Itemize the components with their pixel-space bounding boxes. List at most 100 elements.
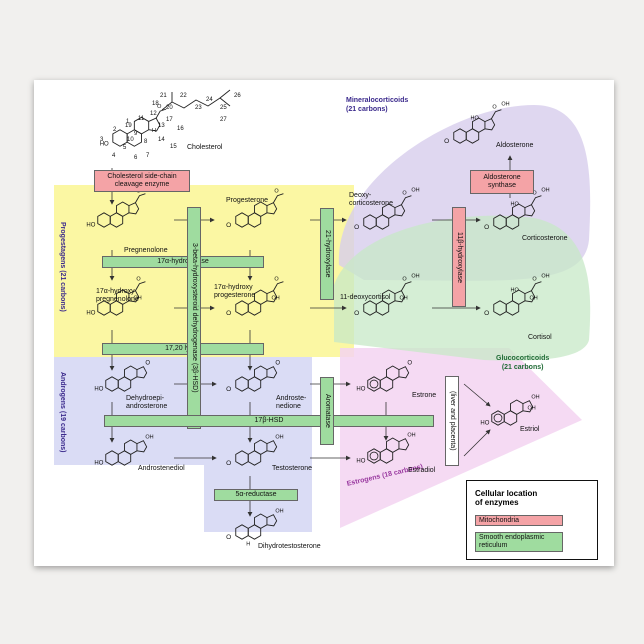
region-backgrounds (54, 105, 591, 532)
estradiol-label: Estradiol (408, 467, 436, 474)
legend-title: Cellular location of enzymes (475, 489, 538, 507)
reductase5a-enzyme: 5α-reductase (214, 489, 298, 501)
svg-text:OH: OH (530, 295, 538, 301)
svg-text:O: O (226, 534, 231, 541)
androstenedione-label: Androste- nedione (276, 395, 307, 410)
androgens-label: Androgens (19 carbons) (59, 372, 66, 453)
cholesterol-structure: HOO (100, 104, 167, 147)
svg-text:HO: HO (510, 287, 519, 293)
cholesterol-side-chain: H (152, 89, 231, 134)
carbon-number: 27 (220, 117, 227, 123)
arrow-estrone-estriol (463, 383, 491, 407)
estrone-label: Estrone (412, 392, 437, 399)
svg-text:H: H (152, 128, 156, 134)
svg-text:O: O (226, 222, 231, 229)
liver-placenta-box: (liver and placenta) (445, 376, 459, 466)
carbon-number: 17 (166, 117, 173, 123)
svg-text:OH: OH (501, 102, 509, 108)
arrow-estradiol-estriol (463, 429, 491, 457)
dht-label: Dihydrotestosterone (258, 543, 321, 550)
svg-text:O: O (492, 105, 497, 111)
svg-text:O: O (226, 310, 231, 317)
carbon-number: 15 (170, 144, 177, 150)
mineralocorticoids-label: Mineralocorticoids (21 carbons) (346, 97, 409, 113)
legend-er: Smooth endoplasmic reticulum (475, 532, 563, 552)
progesterone-label: Progesterone (226, 197, 269, 204)
svg-text:HO: HO (356, 458, 365, 464)
progestagens-region (54, 185, 354, 357)
svg-text:OH: OH (528, 405, 536, 411)
svg-text:O: O (532, 277, 537, 283)
carbon-number: 11 (138, 116, 145, 122)
svg-text:O: O (274, 277, 279, 283)
carbon-number: 1 (126, 119, 130, 125)
carbon-number: 3 (100, 137, 104, 143)
hydroxyprogesterone-structure: O O OH (226, 277, 284, 317)
svg-text:HO: HO (94, 460, 103, 466)
lyase1720-enzyme: 17,20 lyase (102, 343, 264, 355)
svg-text:HO: HO (480, 420, 489, 426)
androstenediol-label: Androstenediol (138, 465, 185, 472)
carbon-number: 9 (134, 131, 138, 137)
svg-text:O: O (274, 189, 279, 195)
hydroxyprogesterone-label: 17α-hydroxy progesterone (214, 284, 256, 299)
androstenedione-structure: OO (226, 361, 280, 393)
estradiol-structure: HO OH (356, 433, 415, 465)
testosterone-structure: OOH (226, 435, 284, 467)
svg-text:HO: HO (100, 141, 109, 147)
aldosterone-synthase-enzyme: Aldosterone synthase (470, 170, 534, 194)
svg-text:OH: OH (145, 435, 153, 441)
svg-text:OH: OH (400, 295, 408, 301)
legend: Cellular location of enzymes Mitochondri… (466, 480, 598, 560)
svg-text:HO: HO (86, 222, 95, 228)
aromatase-enzyme: Aromatase (320, 377, 334, 445)
aldosterone-label: Aldosterone (496, 142, 534, 149)
estrogens-region (340, 348, 582, 528)
testosterone-label: Testosterone (272, 465, 313, 472)
estrone-structure: HOO (356, 361, 412, 393)
svg-text:OH: OH (411, 188, 419, 194)
svg-text:OH: OH (407, 433, 415, 439)
svg-text:OH: OH (541, 274, 549, 280)
carbon-number: 8 (144, 139, 148, 145)
hsd3b-enzyme: 3-beta-hydroxysteroid dehydrogenase (3β-… (187, 207, 201, 429)
carbon-number: 7 (146, 153, 150, 159)
estriol-structure: HO OH OH (480, 395, 539, 427)
hydroxylase11b-enzyme: 11β-hydroxylase (452, 207, 466, 307)
carbon-number: 20 (166, 105, 173, 111)
carbon-number: 22 (180, 93, 187, 99)
carbon-number: 18 (152, 101, 159, 107)
carbon-number: 4 (112, 153, 116, 159)
svg-text:OH: OH (411, 274, 419, 280)
svg-text:O: O (407, 361, 412, 367)
svg-text:OH: OH (275, 435, 283, 441)
hsd17b-enzyme: 17β-HSD (104, 415, 434, 427)
cortisol-label: Cortisol (528, 334, 552, 341)
cholesterol-label: Cholesterol (187, 144, 223, 151)
deoxycortisol-label: 11-deoxycortisol (340, 294, 391, 301)
carbon-number: 2 (113, 127, 117, 133)
svg-text:O: O (444, 138, 449, 145)
svg-text:O: O (354, 224, 359, 231)
pregnenolone-label: Pregnenolone (124, 247, 168, 254)
svg-text:HO: HO (94, 386, 103, 392)
hydroxypregnenolone-label: 17α-hydroxy pregnenolone (96, 288, 139, 303)
carbon-number: 6 (134, 155, 138, 161)
carbon-number: 12 (150, 111, 157, 117)
molecule-drawings: HOOHHOOOOOOOHOOOHHOOOOHHOHOOOHOOOHOOOHOH… (86, 89, 550, 548)
svg-text:O: O (532, 191, 537, 197)
svg-text:OH: OH (272, 295, 280, 301)
corticosterone-label: Corticosterone (522, 235, 568, 242)
svg-text:OH: OH (531, 395, 539, 401)
scc-enzyme: Cholesterol side-chain cleavage enzyme (94, 170, 190, 192)
steroidogenesis-poster: HOOHHOOOOOOOHOOOHHOOOOHHOHOOOHOOOHOOOHOH… (34, 80, 614, 566)
svg-text:O: O (402, 277, 407, 283)
carbon-number: 19 (125, 123, 132, 129)
carbon-number: 26 (234, 93, 241, 99)
svg-text:O: O (136, 277, 141, 283)
svg-text:OH: OH (541, 188, 549, 194)
